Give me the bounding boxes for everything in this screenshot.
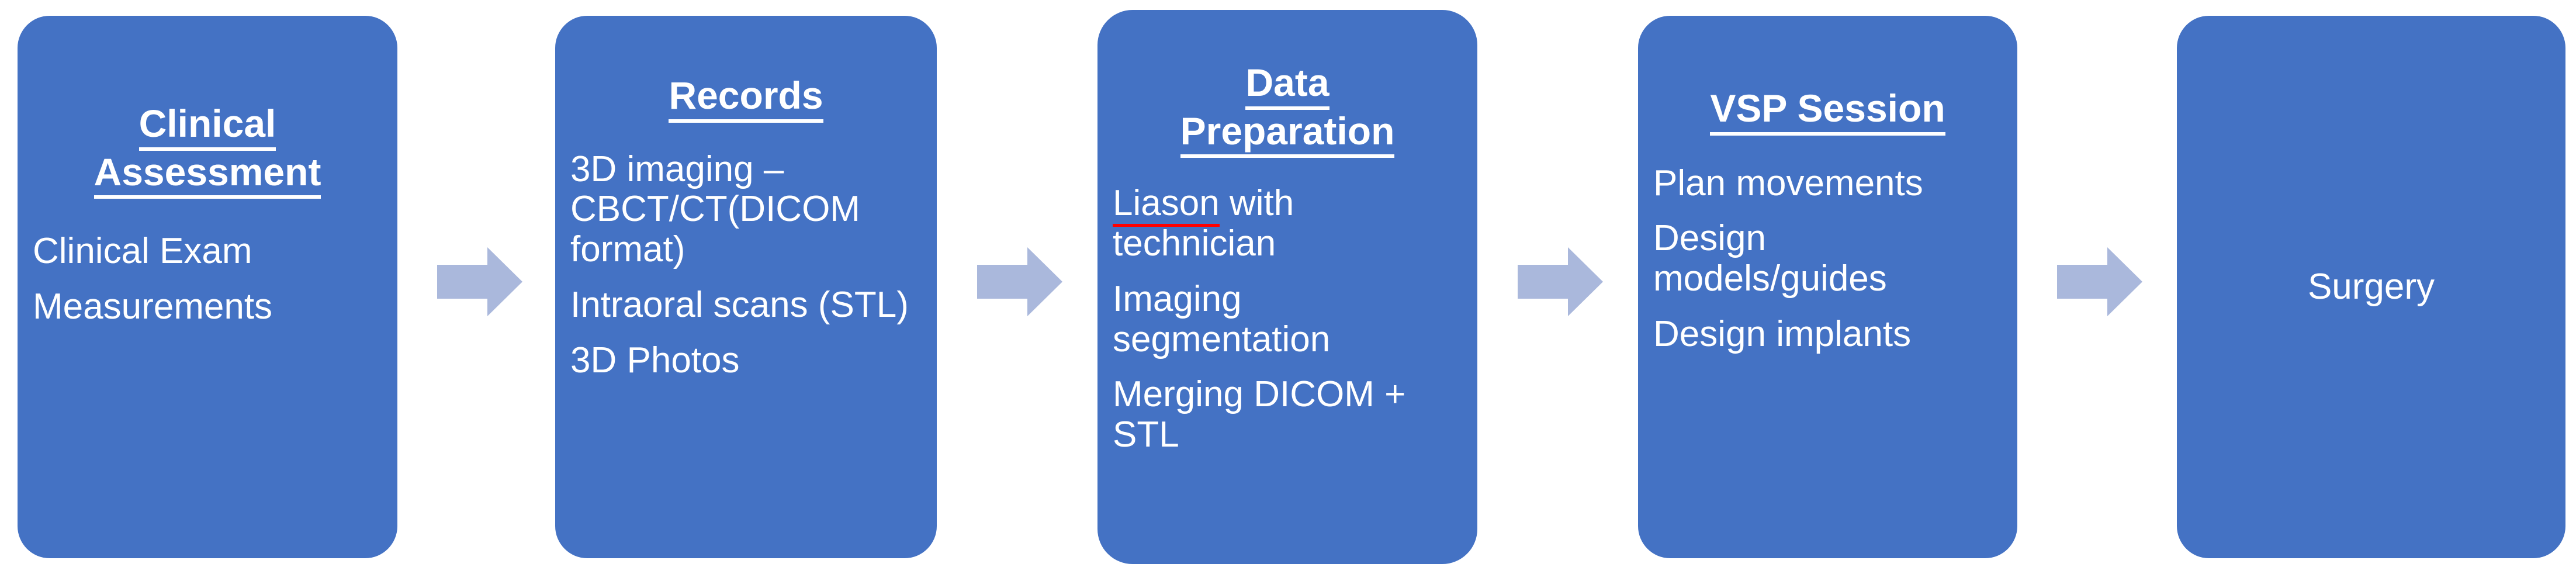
stage-line: Clinical Exam [33,231,252,272]
arrow-right-icon [977,247,1062,316]
stage-title-data-preparation: Data Preparation [1113,61,1462,158]
stage-title-clinical-assessment: Clinical Assessment [33,102,382,199]
stage-box-records[interactable]: Records 3D imaging – CBCT/CT(DICOM forma… [555,16,937,558]
stage-body-clinical-assessment: Clinical Exam Measurements [33,231,382,327]
stage-title-line: VSP Session [1710,87,1945,136]
stage-box-vsp-session[interactable]: VSP Session Plan movements Design models… [1638,16,2017,558]
stage-title-line: Records [669,74,823,123]
stage-title-line: Data [1245,61,1329,110]
stage-line: Design implants [1653,314,1912,355]
stage-title-line: Clinical [139,102,276,151]
stage-body-records: 3D imaging – CBCT/CT(DICOM format) Intra… [570,148,922,381]
arrow-right-icon [437,247,522,316]
stage-body-vsp-session: Plan movements Design models/guides Desi… [1653,162,2002,355]
stage-line: Design models/guides [1653,218,1887,299]
stage-title-line: Assessment [94,150,321,199]
stage-line: Imaging segmentation [1113,278,1331,359]
stage-body-data-preparation: Liason with technician Imaging segmentat… [1113,183,1462,455]
stage-box-data-preparation[interactable]: Data Preparation Liason with technician … [1097,10,1477,564]
stage-box-clinical-assessment[interactable]: Clinical Assessment Clinical Exam Measur… [18,16,397,558]
stage-title-vsp-session: VSP Session [1653,87,2002,136]
arrow-right-icon [1518,247,1603,316]
stage-line: Surgery [2307,266,2435,307]
stage-line: Measurements [33,286,273,327]
stage-line: Plan movements [1653,162,1923,203]
stage-line: Intraoral scans (STL) [570,285,909,326]
stage-line: 3D imaging – CBCT/CT(DICOM format) [570,148,860,270]
stage-line-remainder: with technician [1113,183,1294,264]
stage-line-liason: Liason with technician [1113,183,1462,264]
stage-title-records: Records [570,74,922,123]
stage-box-surgery[interactable]: Surgery [2177,16,2565,558]
arrow-right-icon [2057,247,2142,316]
misspelled-word: Liason [1113,183,1220,227]
stage-line: Merging DICOM + STL [1113,374,1406,455]
stage-title-line: Preparation [1180,109,1395,158]
stage-line: 3D Photos [570,340,740,381]
